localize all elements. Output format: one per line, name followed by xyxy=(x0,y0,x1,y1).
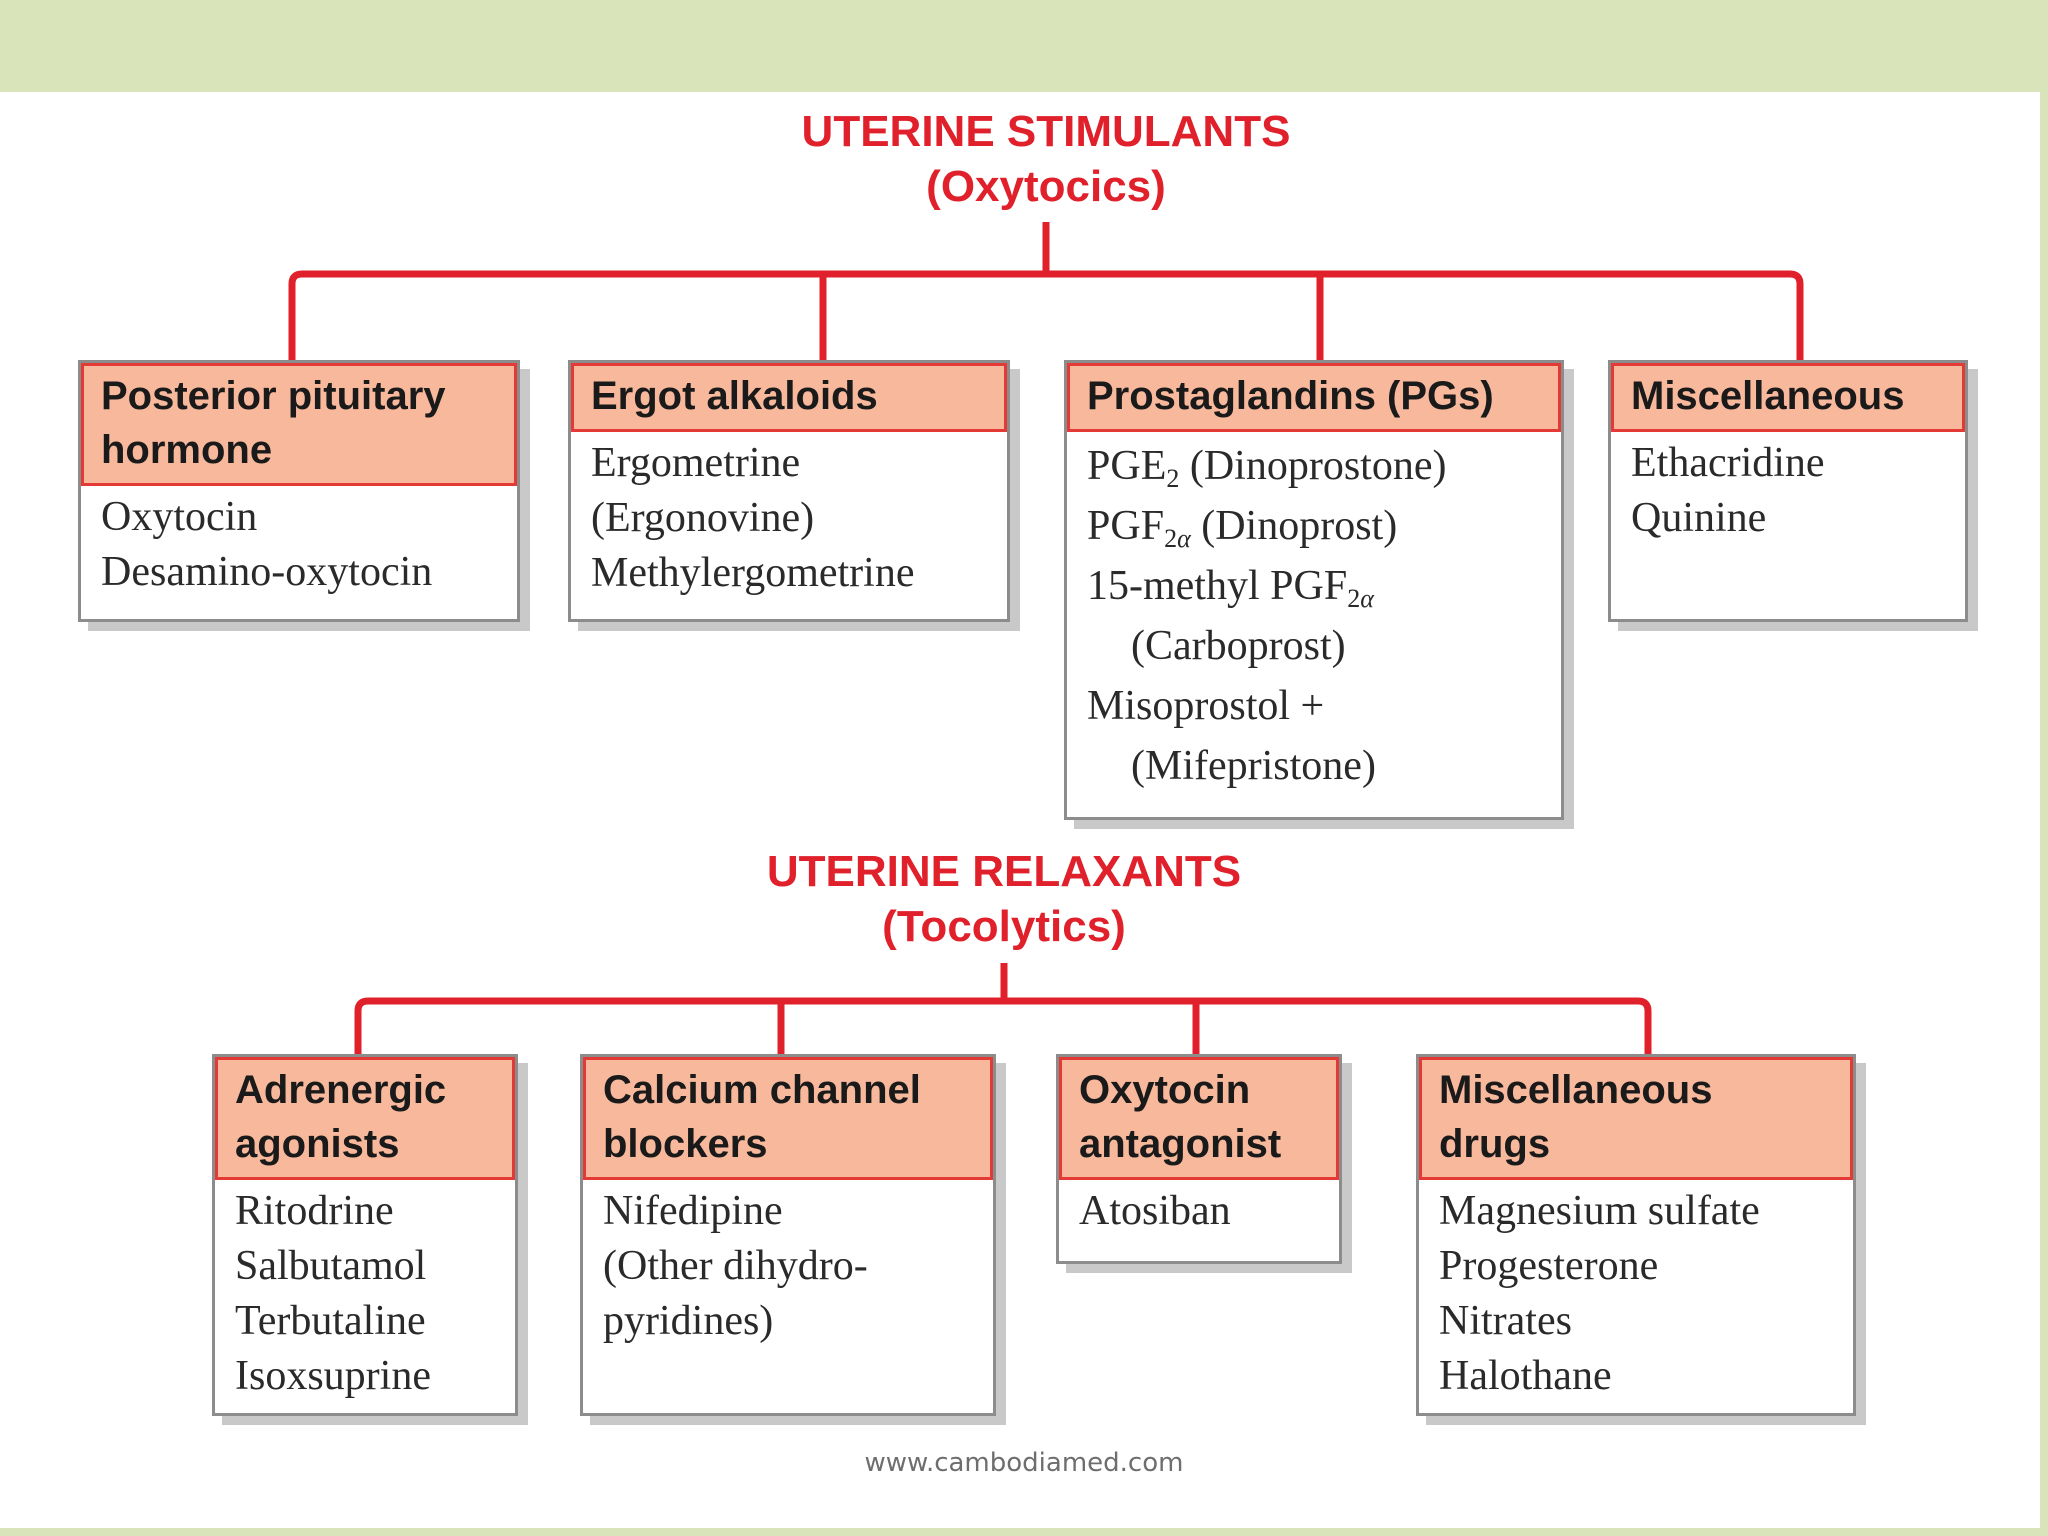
relaxants-branch-bar xyxy=(354,997,1652,1055)
drug-name: (Dinoprostone) xyxy=(1189,443,1447,489)
box-miscellaneous-drugs: Miscellaneous drugs Magnesium sulfate Pr… xyxy=(1416,1054,1856,1416)
box-posterior-pituitary: Posterior pituitary hormone Oxytocin Des… xyxy=(78,360,520,622)
drug-item: Ritodrine xyxy=(235,1188,394,1234)
box-header: Posterior pituitary hormone xyxy=(81,363,517,486)
header-line: antagonist xyxy=(1079,1122,1282,1166)
box-header: Adrenergic agonists xyxy=(215,1057,515,1180)
drug-item: Halothane xyxy=(1439,1353,1612,1399)
box-header: Miscellaneous drugs xyxy=(1419,1057,1853,1180)
stimulants-title: UTERINE STIMULANTS xyxy=(801,107,1291,156)
header-line: Oxytocin xyxy=(1079,1068,1251,1112)
header-line: drugs xyxy=(1439,1122,1551,1166)
header-line: hormone xyxy=(101,428,273,472)
box-body: Atosiban xyxy=(1059,1180,1339,1249)
subscript-alpha: α xyxy=(1360,584,1374,613)
drug-item: Terbutaline xyxy=(235,1298,426,1344)
drug-item: 15-methyl PGF2α xyxy=(1087,556,1543,616)
frame-bottom xyxy=(0,1528,2048,1536)
drug-item: Ergometrine xyxy=(591,440,801,486)
footer-watermark: www.cambodiamed.com xyxy=(864,1448,1184,1478)
subscript: 2 xyxy=(1166,464,1180,493)
header-line: Calcium channel xyxy=(603,1068,921,1112)
relaxants-subtitle: (Tocolytics) xyxy=(882,902,1126,951)
box-header: Ergot alkaloids xyxy=(571,363,1007,432)
box-adrenergic-agonists: Adrenergic agonists Ritodrine Salbutamol… xyxy=(212,1054,518,1416)
header-line: Adrenergic xyxy=(235,1068,447,1112)
header-line: Posterior pituitary xyxy=(101,374,446,418)
subscript: 2α xyxy=(1164,524,1191,553)
drug-item: Nifedipine xyxy=(603,1188,783,1234)
frame-right xyxy=(2040,0,2048,1536)
header-line: agonists xyxy=(235,1122,400,1166)
box-header: Oxytocin antagonist xyxy=(1059,1057,1339,1180)
stimulants-branch-bar xyxy=(288,270,1804,362)
drug-item: PGE2 (Dinoprostone) xyxy=(1087,436,1543,496)
relaxants-title: UTERINE RELAXANTS xyxy=(766,847,1242,896)
drug-name: 15-methyl PGF xyxy=(1087,563,1348,609)
box-body: Ethacridine Quinine xyxy=(1611,432,1965,556)
box-ergot-alkaloids: Ergot alkaloids Ergometrine (Ergonovine)… xyxy=(568,360,1010,622)
drug-item: PGF2α (Dinoprost) xyxy=(1087,496,1543,556)
box-header: Miscellaneous xyxy=(1611,363,1965,432)
subscript: 2α xyxy=(1347,584,1374,613)
drug-name: PGF xyxy=(1087,503,1165,549)
box-body: PGE2 (Dinoprostone) PGF2α (Dinoprost) 15… xyxy=(1067,432,1561,806)
stimulants-heading: UTERINE STIMULANTS (Oxytocics) xyxy=(596,104,1496,214)
box-prostaglandins: Prostaglandins (PGs) PGE2 (Dinoprostone)… xyxy=(1064,360,1564,820)
header-line: Miscellaneous xyxy=(1631,374,1905,418)
relaxants-heading: UTERINE RELAXANTS (Tocolytics) xyxy=(554,844,1454,954)
drug-item: Nitrates xyxy=(1439,1298,1572,1344)
drug-item: Isoxsuprine xyxy=(235,1353,431,1399)
drug-item: Atosiban xyxy=(1079,1188,1231,1234)
drug-item: Methylergometrine xyxy=(591,550,915,596)
drug-item: Progesterone xyxy=(1439,1243,1659,1289)
drug-name: (Dinoprost) xyxy=(1201,503,1398,549)
header-line: blockers xyxy=(603,1122,768,1166)
subscript-digit: 2 xyxy=(1347,584,1361,613)
box-body: Magnesium sulfate Progesterone Nitrates … xyxy=(1419,1180,1853,1414)
drug-item: pyridines) xyxy=(603,1298,774,1344)
drug-item: Desamino-oxytocin xyxy=(101,549,433,595)
box-calcium-channel-blockers: Calcium channel blockers Nifedipine (Oth… xyxy=(580,1054,996,1416)
drug-item: (Carboprost) xyxy=(1131,623,1346,669)
header-line: Miscellaneous xyxy=(1439,1068,1713,1112)
drug-item: (Ergonovine) xyxy=(591,495,815,541)
header-line: Prostaglandins (PGs) xyxy=(1087,374,1494,418)
box-oxytocin-antagonist: Oxytocin antagonist Atosiban xyxy=(1056,1054,1342,1264)
drug-item: Ethacridine xyxy=(1631,440,1825,486)
stimulants-subtitle: (Oxytocics) xyxy=(926,162,1166,211)
drug-item: Quinine xyxy=(1631,495,1767,541)
box-body: Oxytocin Desamino-oxytocin xyxy=(81,486,517,610)
top-band xyxy=(0,0,2048,92)
drug-item: (Mifepristone) xyxy=(1131,743,1376,789)
box-header: Prostaglandins (PGs) xyxy=(1067,363,1561,432)
drug-item: Salbutamol xyxy=(235,1243,427,1289)
drug-item: (Other dihydro- xyxy=(603,1243,868,1289)
header-line: Ergot alkaloids xyxy=(591,374,878,418)
box-body: Ritodrine Salbutamol Terbutaline Isoxsup… xyxy=(215,1180,515,1414)
drug-item: Misoprostol + xyxy=(1087,683,1325,729)
subscript-alpha: α xyxy=(1177,524,1191,553)
drug-name: PGE xyxy=(1087,443,1167,489)
subscript-digit: 2 xyxy=(1164,524,1178,553)
box-body: Nifedipine (Other dihydro- pyridines) xyxy=(583,1180,993,1359)
drug-item: Oxytocin xyxy=(101,494,258,540)
box-miscellaneous-stimulants: Miscellaneous Ethacridine Quinine xyxy=(1608,360,1968,622)
drug-item: Magnesium sulfate xyxy=(1439,1188,1760,1234)
box-body: Ergometrine (Ergonovine) Methylergometri… xyxy=(571,432,1007,611)
box-header: Calcium channel blockers xyxy=(583,1057,993,1180)
